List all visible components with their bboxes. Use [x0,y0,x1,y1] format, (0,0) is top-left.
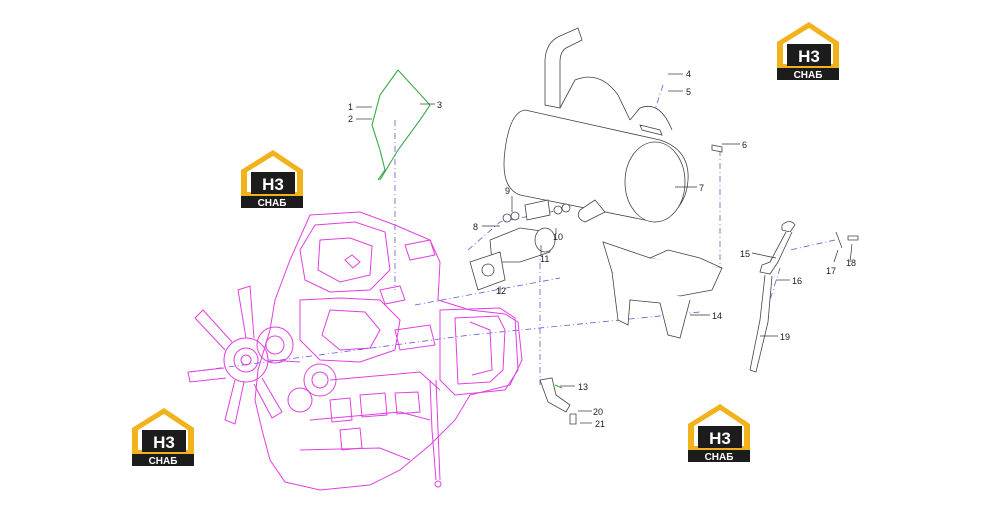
logo-bottom-text: СНАБ [794,70,823,81]
logo-top-text: H3 [262,175,284,194]
callout-12: 12 [496,286,506,296]
callout-8: 8 [473,222,478,232]
callout-21: 21 [595,419,605,429]
logo-top-text: H3 [709,429,731,448]
callout-11: 11 [540,254,549,264]
callout-10: 10 [553,232,563,242]
callout-4: 4 [686,69,691,79]
callout-16: 16 [792,276,802,286]
logo-upper-left: H3 СНАБ [241,150,303,209]
callout-2: 2 [348,114,353,124]
callout-9: 9 [505,186,510,196]
logo-lower-left: H3 СНАБ [132,408,194,467]
callout-7: 7 [699,183,704,193]
leader-lines [356,73,853,424]
exhaust-pipe-parts-8-12 [469,199,571,291]
support-part-14 [602,241,723,339]
callout-17: 17 [826,266,836,276]
logo-bottom-text: СНАБ [258,198,287,209]
callout-6: 6 [742,140,747,150]
callout-20: 20 [593,407,603,417]
callout-15: 15 [740,249,750,259]
logo-bottom-text: СНАБ [705,452,734,463]
bracket-part-3 [371,69,431,181]
bracket-part-13 [539,377,577,425]
callout-14: 14 [712,311,722,321]
logo-lower-right: H3 СНАБ [688,404,750,463]
muffler-part-7 [503,27,723,223]
logo-top-text: H3 [798,47,820,66]
logo-top-right: H3 СНАБ [777,22,839,81]
callout-18: 18 [846,258,856,268]
logo-bottom-text: СНАБ [149,456,178,467]
callout-19: 19 [780,332,790,342]
callout-3: 3 [437,100,442,110]
callout-13: 13 [578,382,588,392]
engine-assembly [187,211,523,491]
tailpipe-parts-15-16-19 [749,221,859,373]
callout-labels: 1 2 3 4 5 6 7 8 9 10 11 12 13 14 15 16 1… [348,69,856,429]
callout-1: 1 [348,102,353,112]
logo-top-text: H3 [153,433,175,452]
callout-5: 5 [686,87,691,97]
